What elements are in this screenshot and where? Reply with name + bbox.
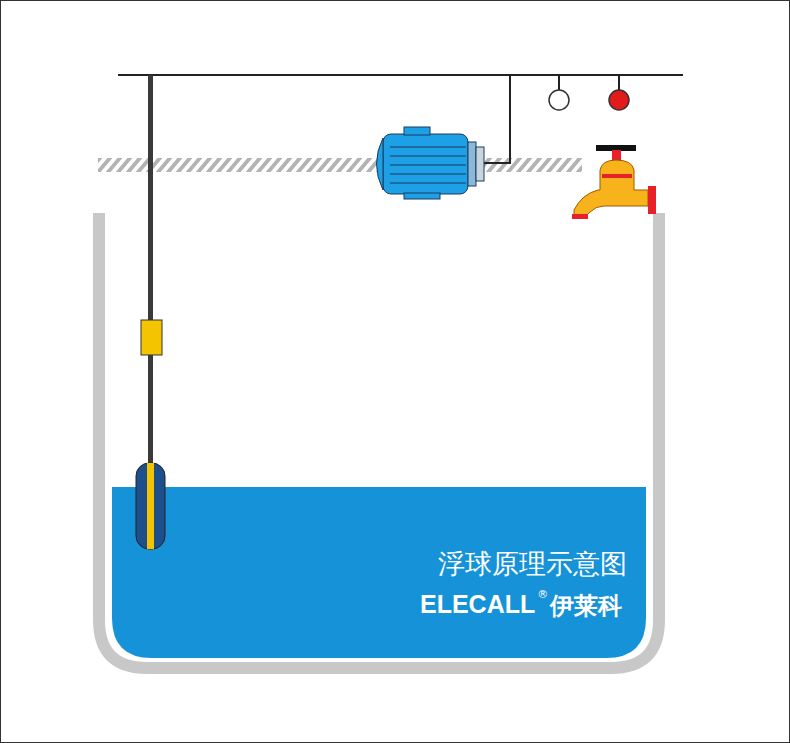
indicator-lamp	[549, 90, 569, 110]
brand-name: ELECALL	[420, 590, 535, 619]
water-tap	[572, 145, 656, 219]
float-ball	[136, 463, 165, 549]
pump-motor	[377, 127, 485, 199]
brand-chinese: 伊莱科	[550, 590, 622, 622]
tank-wall	[99, 213, 659, 668]
stop-collar	[141, 320, 162, 355]
water	[112, 487, 646, 658]
indicator-lamp	[609, 90, 629, 110]
float-stripe	[147, 463, 154, 549]
registered-mark: ®	[537, 588, 548, 601]
diagram-title: 浮球原理示意图	[438, 546, 627, 582]
